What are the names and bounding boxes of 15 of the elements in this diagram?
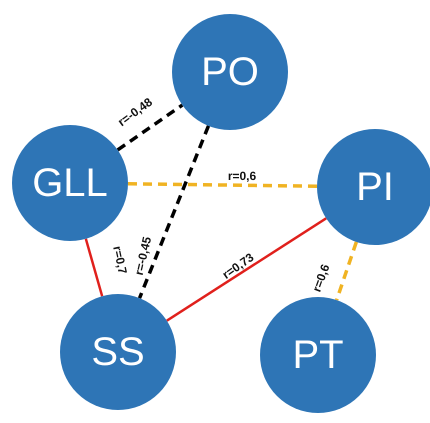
edge-label: r=-0,45 <box>132 236 154 276</box>
node-label: PO <box>201 52 259 92</box>
connector-line <box>334 241 358 301</box>
connector-line <box>84 238 104 297</box>
edge-label: r=0,6 <box>310 262 332 294</box>
node-label: SS <box>91 332 145 372</box>
connector-line <box>116 104 184 152</box>
edge-label: r=0,7 <box>111 244 129 276</box>
connector-line <box>138 125 210 299</box>
node-label: PT <box>292 335 344 375</box>
node-label: PI <box>356 167 394 207</box>
connector-line <box>166 217 327 322</box>
edge-label: r=0,6 <box>228 170 256 182</box>
node-label: GLL <box>32 163 108 203</box>
connector-line <box>128 182 318 188</box>
